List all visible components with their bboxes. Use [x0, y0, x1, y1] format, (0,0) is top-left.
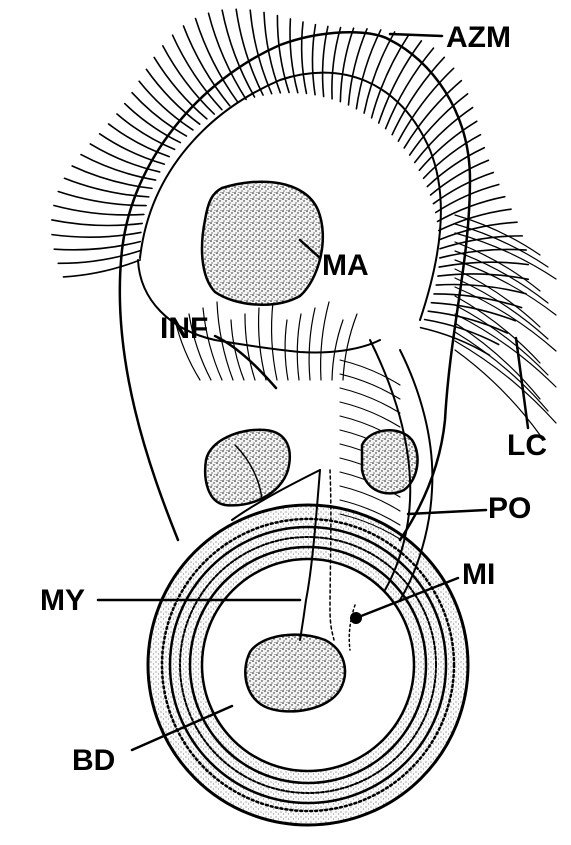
- azm-membranelle: [100, 134, 165, 164]
- azm-membranelle: [440, 236, 522, 249]
- azm-membranelle: [332, 28, 341, 99]
- azm-membranelle: [52, 232, 141, 237]
- azm-membranelle: [439, 209, 511, 230]
- label-my: MY: [40, 584, 85, 617]
- adoral-zone-membranelles: [52, 9, 528, 355]
- infundibulum-cilium: [297, 314, 301, 380]
- infundibulum-cilium: [309, 308, 315, 380]
- pharynx-cilium: [340, 388, 400, 413]
- label-inf: INF: [160, 312, 208, 345]
- azm-membranelle: [52, 220, 142, 226]
- macronucleus-left: [205, 430, 290, 506]
- lateral-cilium: [455, 341, 556, 423]
- azm-membranelle: [290, 19, 298, 93]
- macronucleus-bottom: [245, 635, 345, 712]
- infundibulum-cilium: [272, 302, 277, 380]
- azm-membranelle: [236, 9, 263, 95]
- infundibulum-cilium: [343, 314, 357, 380]
- azm-membranelle: [109, 124, 170, 157]
- azm-membranelle: [379, 41, 422, 123]
- pharynx-cilium: [340, 360, 400, 385]
- infundibulum-cilium: [321, 302, 329, 380]
- azm-membranelle: [117, 114, 175, 149]
- azm-membranelle: [58, 251, 140, 264]
- label-bd: BD: [72, 744, 115, 777]
- azm-membranelle: [438, 274, 528, 279]
- label-azm: AZM: [446, 21, 511, 54]
- azm-membranelle: [54, 242, 140, 250]
- label-lc: LC: [507, 429, 547, 462]
- azm-membranelle: [340, 28, 353, 101]
- lateral-cilium: [455, 233, 556, 279]
- azm-membranelle: [364, 32, 395, 113]
- azm-membranelle: [302, 22, 307, 93]
- azm-membranelle: [348, 29, 367, 105]
- azm-membranelle: [132, 93, 186, 136]
- lateral-cilia: [455, 215, 556, 435]
- azm-membranelle: [125, 104, 181, 143]
- label-ma: MA: [322, 249, 369, 282]
- pharynx-cilium: [340, 402, 400, 427]
- label-po: PO: [488, 492, 531, 525]
- azm-membranelle: [173, 35, 222, 109]
- azm-membranelle: [323, 26, 328, 96]
- label-mi: MI: [462, 558, 495, 591]
